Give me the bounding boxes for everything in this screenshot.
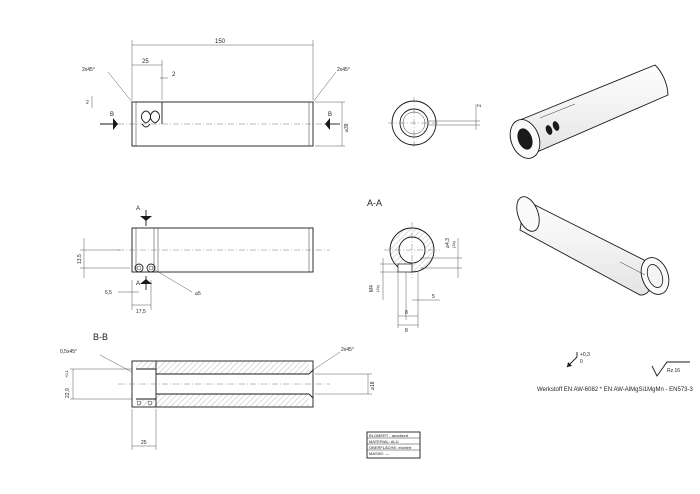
dim-m4-count: (2x)	[375, 284, 380, 292]
roughness-symbol-icon	[651, 361, 690, 377]
slot-hole	[150, 110, 160, 124]
front-view: 150 25 2 2x45° 2x45° 2 ⌀39 B B	[82, 39, 350, 147]
section-bb-view: B-B 0,5x45° 2x45° ⌀18 22,9 +0,1 25	[60, 332, 376, 450]
section-arrow-icon	[140, 279, 152, 284]
dim-bb-length: 25	[141, 440, 147, 446]
dim-slot-width: 2	[172, 72, 176, 78]
section-arrow-icon	[325, 118, 330, 130]
section-aa-view: A-A 8 8 5 M4 (2x) ⌀4,3 (2x)	[367, 198, 462, 334]
dim-gap-left: 2	[86, 100, 89, 106]
section-a-top: A	[136, 206, 140, 212]
dim-bore-dia: ⌀4,3	[445, 238, 451, 248]
dim-overall-length: 150	[215, 39, 226, 45]
dim-slot-offset: 25	[142, 59, 149, 65]
isometric-view-bottom	[516, 196, 670, 296]
side-view: 13,5 6,5 17,5 ⌀5 A A	[77, 206, 330, 315]
dim-diameter: ⌀39	[344, 123, 350, 132]
material-note: Werkstoff EN AW-6082 * EN AW-AlMgSi1MgMn…	[537, 387, 693, 393]
dim-hole-offset: 6,5	[105, 290, 112, 296]
dim-8a: 8	[405, 310, 408, 316]
slot-hole	[141, 110, 151, 128]
dim-8b: 8	[405, 328, 408, 334]
general-notes: +0,3 0 Rz 16 Werkstoff EN AW-6082 * EN A…	[537, 352, 693, 393]
dim-bb-tolerance: +0,1	[64, 369, 69, 378]
dim-bb-outer-dia: 22,9	[65, 388, 71, 398]
threaded-hole	[134, 263, 144, 273]
title-block-row: MASSE: —	[369, 451, 389, 456]
section-arrow-icon	[140, 216, 152, 221]
section-arrow-icon	[113, 118, 118, 130]
section-aa-label: A-A	[367, 198, 382, 208]
dim-chamfer-right: 2x45°	[337, 67, 350, 73]
dim-bb-chamfer-left: 0,5x45°	[60, 349, 77, 355]
section-bb-label: B-B	[93, 332, 108, 342]
dim-bore-count: (2x)	[451, 240, 456, 248]
dim-side-height: 13,5	[77, 254, 83, 264]
dim-bb-inner-dia: ⌀18	[370, 381, 376, 390]
title-block: BLOMERT - anodized MATERIAL: ALU OBERFLÄ…	[366, 431, 421, 459]
dim-chamfer-left: 2x45°	[82, 67, 95, 73]
threaded-hole	[146, 263, 156, 273]
dim-5: 5	[432, 294, 435, 300]
dim-gap-front: 2	[477, 104, 483, 107]
section-b-left: B	[110, 112, 114, 118]
tolerance-arrow-icon	[567, 362, 572, 367]
section-a-bottom: A	[136, 281, 140, 287]
end-view: 2	[388, 97, 483, 149]
dim-hole-dia: ⌀5	[195, 291, 201, 297]
title-block-name: BLOMERT - anodized	[369, 433, 408, 438]
roughness-note: Rz 16	[667, 368, 680, 374]
section-b-right: B	[328, 112, 332, 118]
tolerance-note: +0,3	[580, 352, 590, 358]
dim-bb-chamfer-right: 2x45°	[341, 347, 354, 353]
tolerance-zero: 0	[580, 359, 583, 365]
title-block-row: OBERFLÄCHE: eloxiert	[369, 445, 412, 450]
dim-m4: M4	[369, 285, 375, 292]
title-block-row: MATERIAL: ALU	[369, 439, 399, 444]
dim-hole-spacing: 17,5	[136, 309, 146, 315]
isometric-view-top	[509, 64, 669, 159]
